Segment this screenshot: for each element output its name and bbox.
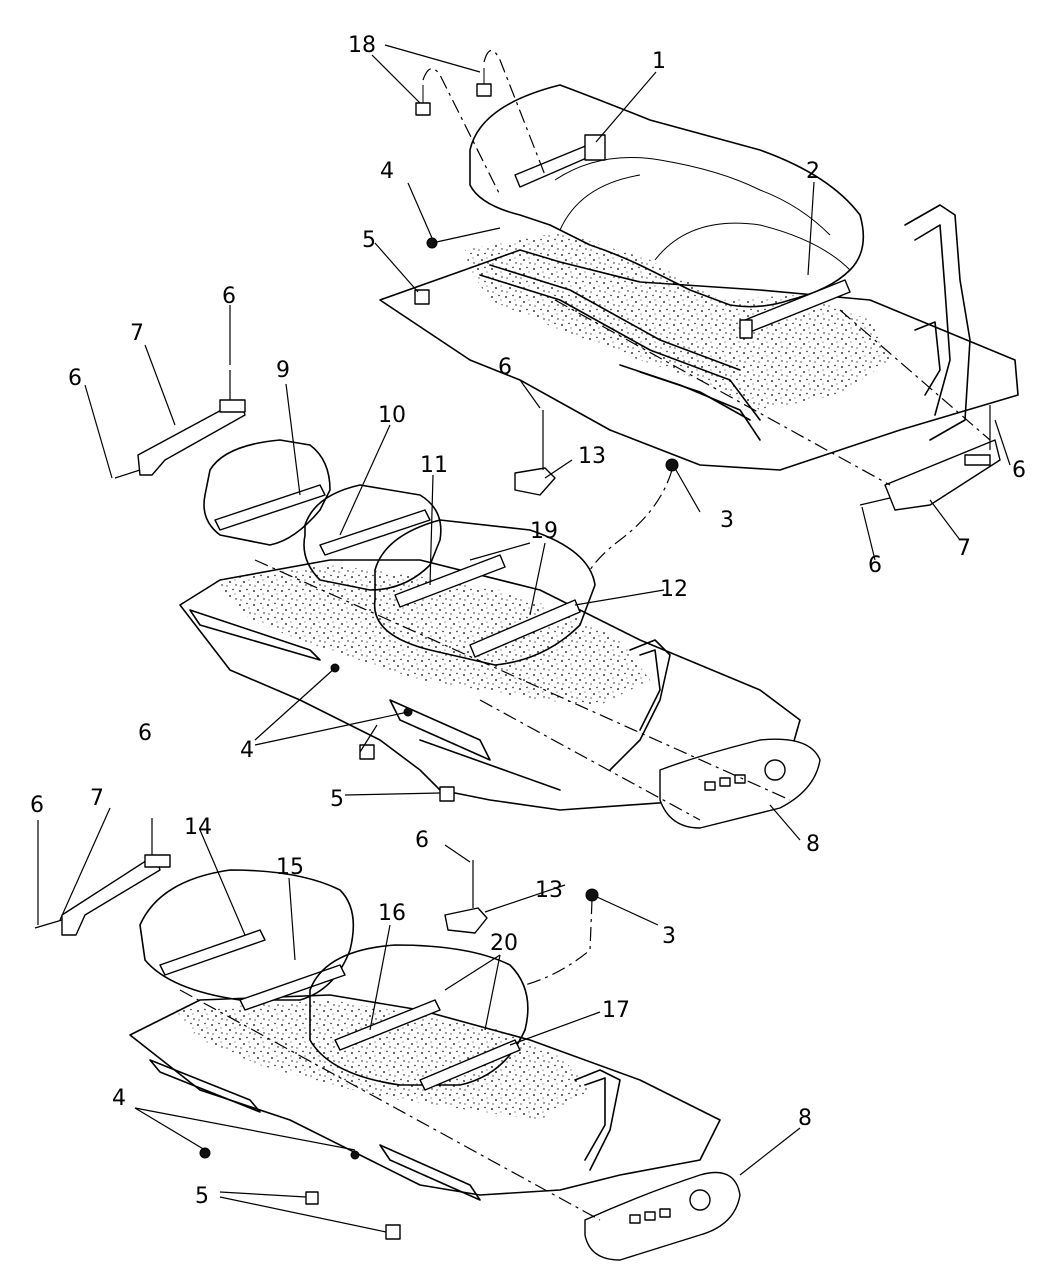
callout-8: 8 [798,1106,812,1131]
callout-8: 8 [806,832,820,857]
left-bucket-adjuster [159,929,346,1011]
trim-cover-7-middle-left [114,370,246,479]
callout-1: 1 [652,49,666,74]
trim-cover-7-right [859,405,1001,511]
callout-17: 17 [602,998,630,1023]
lever-clip-13-bottom [444,860,488,934]
callout-7: 7 [957,536,971,561]
callout-7: 7 [90,786,104,811]
bolt-18-right [476,68,492,97]
bolt-3-bottom [524,888,599,986]
side-shield-8-bottom [584,1171,741,1261]
callout-16: 16 [378,901,406,926]
nut-4-top [426,227,501,249]
bolt-3-middle [589,458,679,571]
center-seat-adjuster [319,509,431,556]
callout-20: 20 [490,931,518,956]
callout-6: 6 [68,366,82,391]
callout-labels: 1 2 3 3 4 4 4 5 5 5 6 6 6 6 6 6 6 6 7 7 … [30,33,1026,1209]
callout-12: 12 [660,577,688,602]
right-bucket-adjuster [334,999,521,1091]
callout-10: 10 [378,403,406,428]
callout-3: 3 [662,924,676,949]
callout-7: 7 [130,321,144,346]
clip-5-top [414,289,430,305]
callout-6: 6 [30,793,44,818]
callout-4: 4 [380,159,394,184]
callout-3: 3 [720,508,734,533]
callout-4: 4 [240,738,254,763]
callout-9: 9 [276,358,290,383]
callout-14: 14 [184,815,212,840]
callout-6: 6 [868,553,882,578]
callout-6: 6 [1012,458,1026,483]
callout-6: 6 [498,355,512,380]
side-shield-8-middle [659,738,821,829]
callout-11: 11 [420,453,448,478]
callout-15: 15 [276,855,304,880]
trim-cover-7-bottom-left [34,818,171,936]
bottom-section-bucket-seats [34,818,741,1261]
callout-13: 13 [578,444,606,469]
callout-13: 13 [535,878,563,903]
callout-leaders [37,44,1011,1233]
callout-6: 6 [222,284,236,309]
callout-5: 5 [362,228,376,253]
middle-section-split-seat [114,370,821,829]
callout-4: 4 [112,1086,126,1111]
callout-6: 6 [415,828,429,853]
left-seat-adjuster [214,484,326,531]
callout-2: 2 [806,159,820,184]
callout-5: 5 [330,787,344,812]
bolt-18-left [415,85,431,116]
callout-18: 18 [348,33,376,58]
right-seat-adjuster [394,554,581,658]
lever-clip-13-middle [514,410,556,496]
callout-6: 6 [138,721,152,746]
top-section-bench-seat [379,49,1019,511]
bench-left-adjuster-bracket [514,134,606,188]
callout-19: 19 [530,519,558,544]
bench-right-adjuster-bracket [739,279,851,339]
callout-5: 5 [195,1184,209,1209]
